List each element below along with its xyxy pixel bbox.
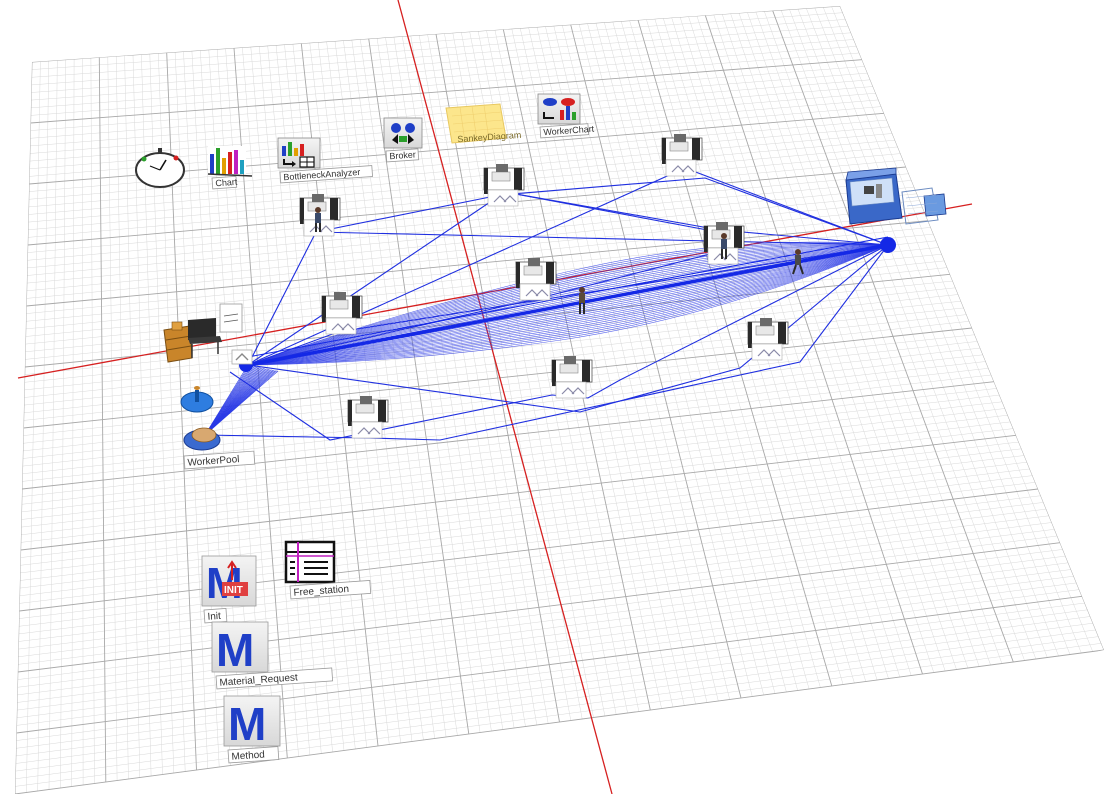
- table-free-station[interactable]: Free_station: [284, 540, 372, 600]
- fan-path-line: [247, 244, 889, 366]
- worker-pool[interactable]: WorkerPool: [180, 386, 256, 470]
- workstation-7[interactable]: [551, 356, 593, 399]
- workers: [315, 207, 804, 314]
- init-badge: INIT: [224, 585, 243, 596]
- workstation-9[interactable]: [347, 396, 389, 439]
- fan-path-line: [247, 244, 889, 366]
- method-glyph-icon: M: [216, 624, 254, 676]
- bottleneck-label-box: [279, 165, 373, 184]
- method-method[interactable]: M Method: [223, 695, 281, 764]
- worker-chart-object[interactable]: WorkerChart: [537, 93, 595, 139]
- free-station-label-box: [289, 579, 372, 600]
- method-icon-pad: [223, 695, 281, 747]
- fan-path-line: [247, 244, 889, 366]
- floor-plane: [15, 6, 1104, 794]
- sankey-diagram-label: SankeyDiagram: [457, 130, 522, 144]
- fan-path-line: [247, 244, 889, 366]
- path-node-right[interactable]: [880, 237, 896, 253]
- broker-label-box: [385, 148, 420, 163]
- clock-icon: [135, 148, 185, 188]
- worker-chart-label: WorkerChart: [543, 124, 595, 138]
- fan-path-line: [247, 244, 889, 366]
- fan-path-line: [247, 244, 889, 366]
- bottleneck-analyzer-object[interactable]: BottleneckAnalyzer: [277, 137, 373, 184]
- init-badge-icon: [222, 582, 248, 596]
- material-request-label-box: [215, 667, 334, 690]
- chart-object[interactable]: Chart: [207, 146, 253, 190]
- event-controller[interactable]: [135, 148, 185, 188]
- init-icon-pad: [201, 555, 257, 607]
- chart-label-box: [211, 175, 238, 190]
- free-station-label: Free_station: [293, 584, 349, 599]
- bottleneck-icon: [277, 137, 321, 169]
- worker-chart-icon: [537, 93, 581, 125]
- pool-marker: [231, 349, 253, 365]
- fan-path-line: [247, 244, 889, 366]
- table-icon: [284, 540, 336, 584]
- worker-pool-label-box: [183, 450, 256, 470]
- main-path-upper: [247, 236, 889, 358]
- sankey-hatch: [451, 104, 505, 143]
- fan-path-line: [247, 244, 889, 366]
- workstation-3[interactable]: [661, 134, 703, 177]
- fan-path-line: [247, 244, 889, 366]
- worker-paths: [204, 167, 896, 441]
- worker-pool-label: WorkerPool: [187, 454, 240, 469]
- method-init[interactable]: M INIT Init: [201, 555, 257, 624]
- worker-4[interactable]: [792, 249, 804, 275]
- fan-path-line: [247, 244, 889, 366]
- fan-path-line: [247, 244, 889, 366]
- fan-path-line: [247, 244, 889, 366]
- fan-path-line: [247, 244, 889, 366]
- path-loop-8: [247, 244, 889, 413]
- fan-path-line: [247, 244, 889, 366]
- material-request-icon-pad: [211, 621, 269, 673]
- method-material-request[interactable]: M Material_Request: [211, 621, 334, 690]
- workstation-2[interactable]: [483, 164, 525, 207]
- fan-path-line: [247, 244, 889, 366]
- init-label: Init: [207, 611, 221, 623]
- fan-path-line: [247, 244, 889, 366]
- fan-path-line: [247, 244, 889, 366]
- fan-path-line: [247, 244, 889, 366]
- material-request-label: Material_Request: [219, 672, 298, 688]
- workstation-5[interactable]: [515, 258, 557, 301]
- method-label: Method: [231, 749, 265, 762]
- fan-path-line: [247, 244, 889, 366]
- fan-path-line: [247, 244, 889, 366]
- worker-1[interactable]: [315, 207, 321, 232]
- fan-path-line: [247, 244, 889, 366]
- broker-object[interactable]: Broker: [383, 117, 423, 163]
- method-glyph-icon: M: [228, 698, 266, 750]
- worker-chart-label-box: [539, 123, 590, 139]
- method-label-box: [227, 746, 280, 764]
- broker-label: Broker: [389, 149, 416, 161]
- broker-icon: [383, 117, 423, 149]
- sankey-diagram-object[interactable]: SankeyDiagram: [445, 103, 522, 144]
- main-path-thick: [247, 243, 889, 367]
- bar-chart-icon: [207, 146, 253, 177]
- fan-path-line: [247, 244, 889, 366]
- path-loop-9: [315, 177, 889, 246]
- axis-line-vertical: [397, 0, 613, 794]
- workstation-4[interactable]: [321, 292, 363, 335]
- workstation-8[interactable]: [747, 318, 789, 361]
- source-storage[interactable]: [163, 303, 243, 363]
- fan-path-line: [247, 244, 889, 366]
- chart-label: Chart: [215, 177, 238, 189]
- fan-path-line: [204, 370, 279, 436]
- worker-2[interactable]: [579, 287, 585, 314]
- fan-path-line: [247, 244, 889, 366]
- fan-path-line: [247, 244, 889, 366]
- worker-3[interactable]: [721, 233, 727, 259]
- production-cell[interactable]: [845, 167, 947, 225]
- path-loop-6: [204, 244, 889, 441]
